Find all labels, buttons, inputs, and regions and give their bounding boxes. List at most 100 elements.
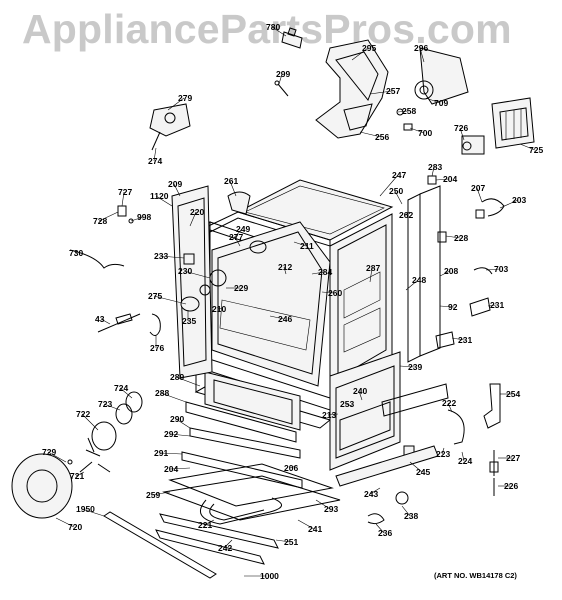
leader-line bbox=[231, 228, 243, 241]
part-number: 231 bbox=[458, 335, 472, 345]
left-parts bbox=[69, 185, 227, 379]
part-number: 258 bbox=[402, 106, 416, 116]
part-number: 700 bbox=[418, 128, 432, 138]
leader-line bbox=[169, 467, 191, 470]
leader-line bbox=[297, 519, 315, 530]
part-label-703: 703 bbox=[485, 264, 508, 274]
part-label-254: 254 bbox=[500, 389, 520, 399]
part-number: 283 bbox=[428, 162, 442, 172]
leader-line bbox=[311, 271, 325, 275]
part-number: 238 bbox=[404, 511, 418, 521]
part-label-289: 289 bbox=[170, 372, 201, 387]
part-label-276: 276 bbox=[150, 336, 164, 353]
part-label-229: 229 bbox=[226, 283, 248, 293]
part-number: 207 bbox=[471, 183, 485, 193]
part-number: 262 bbox=[399, 210, 413, 220]
leader-line bbox=[419, 47, 425, 63]
part-number: 243 bbox=[364, 489, 378, 499]
leader-line bbox=[75, 471, 85, 477]
part-label-726: 726 bbox=[454, 123, 468, 141]
part-number: 251 bbox=[284, 537, 298, 547]
part-label-209: 209 bbox=[168, 179, 182, 197]
part-label-245: 245 bbox=[409, 461, 430, 477]
part-label-720: 720 bbox=[55, 517, 82, 532]
part-label-259: 259 bbox=[146, 490, 171, 500]
part-number: 239 bbox=[408, 362, 422, 372]
part-label-233: 233 bbox=[154, 251, 185, 261]
part-number: 229 bbox=[234, 283, 248, 293]
part-number: 293 bbox=[324, 504, 338, 514]
part-label-231b: 231 bbox=[451, 335, 472, 345]
leader-line bbox=[358, 390, 363, 401]
part-number: 288 bbox=[155, 388, 169, 398]
part-number: 236 bbox=[378, 528, 392, 538]
part-number: 725 bbox=[529, 145, 543, 155]
part-number: 240 bbox=[353, 386, 367, 396]
part-label-290: 290 bbox=[170, 414, 191, 429]
part-label-284: 284 bbox=[311, 267, 332, 277]
part-label-727: 727 bbox=[118, 187, 132, 207]
leader-line bbox=[499, 199, 519, 209]
part-number: 703 bbox=[494, 264, 508, 274]
part-number: 290 bbox=[170, 414, 184, 424]
leader-line bbox=[519, 143, 536, 151]
part-number: 92 bbox=[448, 302, 458, 312]
part-label-248: 248 bbox=[405, 275, 426, 291]
part-label-204a: 204 bbox=[435, 174, 457, 184]
part-number: 289 bbox=[170, 372, 184, 382]
leader-line bbox=[223, 539, 233, 549]
part-label-1120: 1120 bbox=[150, 191, 173, 207]
leader-line bbox=[271, 26, 287, 37]
part-label-262: 262 bbox=[399, 210, 413, 220]
part-label-240: 240 bbox=[353, 386, 367, 401]
part-label-275: 275 bbox=[148, 291, 187, 305]
part-label-241: 241 bbox=[297, 519, 322, 534]
part-number: 299 bbox=[276, 69, 290, 79]
leader-line bbox=[160, 392, 187, 403]
part-number: 1000 bbox=[260, 571, 279, 581]
part-number: 254 bbox=[506, 389, 520, 399]
leader-line bbox=[217, 307, 223, 310]
leader-line bbox=[173, 183, 181, 197]
leader-line bbox=[487, 304, 497, 307]
leader-line bbox=[476, 187, 483, 203]
part-label-279: 279 bbox=[167, 93, 192, 111]
leader-line bbox=[121, 191, 125, 207]
part-number: 206 bbox=[284, 463, 298, 473]
leader-line bbox=[234, 236, 241, 247]
leader-line bbox=[153, 295, 187, 305]
part-number: 287 bbox=[366, 263, 380, 273]
part-label-724: 724 bbox=[114, 383, 133, 399]
part-number: 721 bbox=[70, 471, 84, 481]
part-number: 249 bbox=[236, 224, 250, 234]
part-label-249: 249 bbox=[231, 224, 250, 241]
leader-line bbox=[189, 211, 197, 227]
part-label-722: 722 bbox=[76, 409, 99, 431]
leader-line bbox=[167, 97, 185, 111]
part-label-246: 246 bbox=[269, 314, 292, 324]
part-number: 279 bbox=[178, 93, 192, 103]
part-number: 248 bbox=[412, 275, 426, 285]
leader-line bbox=[183, 270, 211, 279]
leader-line bbox=[175, 418, 191, 429]
leader-line bbox=[169, 433, 191, 437]
part-label-700: 700 bbox=[409, 127, 432, 138]
leader-line bbox=[401, 505, 411, 517]
part-number: 210 bbox=[212, 304, 226, 314]
part-label-256: 256 bbox=[359, 131, 389, 142]
part-number: 204 bbox=[443, 174, 457, 184]
leader-line bbox=[369, 267, 373, 283]
part-label-210: 210 bbox=[212, 304, 226, 314]
leader-line bbox=[451, 337, 465, 341]
part-label-250: 250 bbox=[389, 186, 403, 205]
part-number: 43 bbox=[95, 314, 105, 324]
leader-line bbox=[459, 127, 465, 141]
part-label-204b: 204 bbox=[164, 464, 191, 474]
part-number: 227 bbox=[506, 453, 520, 463]
leader-line bbox=[409, 127, 425, 134]
leader-line bbox=[379, 174, 399, 197]
part-label-211: 211 bbox=[293, 241, 314, 251]
part-label-296: 296 bbox=[414, 43, 428, 63]
leader-line bbox=[369, 90, 393, 95]
leader-line bbox=[431, 166, 435, 177]
